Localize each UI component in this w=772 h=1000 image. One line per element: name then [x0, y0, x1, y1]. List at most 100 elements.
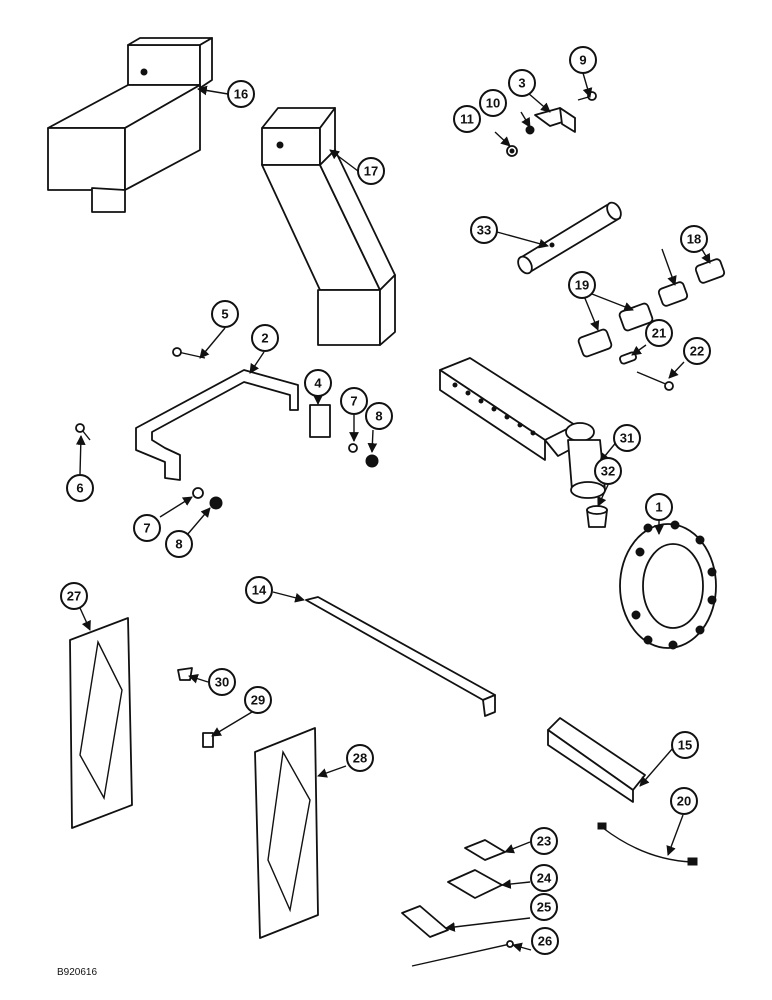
callout-8-lower-label: 8: [175, 537, 182, 552]
part-1-flange: [619, 520, 717, 650]
callout-2: 2: [251, 324, 279, 352]
callout-15: 15: [671, 731, 699, 759]
callout-27: 27: [60, 582, 88, 610]
part-29-clip: [202, 732, 214, 748]
callout-16-label: 16: [234, 87, 248, 102]
part-32-bushing: [586, 505, 608, 528]
callout-5-label: 5: [221, 307, 228, 322]
callout-17-label: 17: [364, 164, 378, 179]
part-9-bolt: [577, 91, 597, 101]
part-31-arm: [439, 357, 606, 499]
callout-22: 22: [683, 337, 711, 365]
callout-21: 21: [645, 319, 673, 347]
part-6-bolt: [75, 423, 91, 441]
callout-24: 24: [530, 864, 558, 892]
part-28-panel: [254, 727, 319, 939]
diagram-code: B920616: [57, 967, 97, 978]
part-4-plate: [309, 404, 331, 438]
callout-3: 3: [508, 69, 536, 97]
part-25-plate: [401, 905, 449, 938]
callout-22-label: 22: [690, 344, 704, 359]
callout-10-label: 10: [486, 96, 500, 111]
callout-4: 4: [304, 369, 332, 397]
part-24-plate: [447, 869, 503, 899]
callout-25: 25: [530, 893, 558, 921]
callout-33: 33: [470, 216, 498, 244]
part-26-pin: [411, 940, 514, 967]
part-2-bracket: [135, 369, 299, 481]
callout-14-label: 14: [252, 583, 267, 598]
callout-8-upper: 8: [365, 402, 393, 430]
part-23-plate: [464, 839, 506, 861]
part-10-washer: [525, 125, 535, 135]
part-30-clip: [177, 667, 193, 681]
callout-1: 1: [645, 493, 673, 521]
part-7-washer-b: [192, 487, 204, 499]
callout-19: 19: [568, 271, 596, 299]
callout-9-label: 9: [579, 53, 586, 68]
part-19-rollers: [577, 302, 654, 358]
callout-7-upper-label: 7: [350, 394, 357, 409]
part-8-nut-b: [209, 496, 223, 510]
callout-8-upper-label: 8: [375, 409, 382, 424]
part-3-bracket: [534, 107, 576, 133]
callout-20: 20: [670, 787, 698, 815]
callout-26-label: 26: [538, 934, 552, 949]
callout-32-label: 32: [601, 464, 615, 479]
callout-29: 29: [244, 686, 272, 714]
callout-27-label: 27: [67, 589, 81, 604]
part-11-nut: [506, 145, 518, 157]
callout-9: 9: [569, 46, 597, 74]
callout-14: 14: [245, 576, 273, 604]
callout-4-label: 4: [314, 376, 322, 391]
callout-18: 18: [680, 225, 708, 253]
callout-10: 10: [479, 89, 507, 117]
part-7-washer-a: [348, 443, 358, 453]
part-33-tube: [517, 201, 622, 275]
callout-16: 16: [227, 80, 255, 108]
callout-23: 23: [530, 827, 558, 855]
callout-8-lower: 8: [165, 530, 193, 558]
callout-24-label: 24: [537, 871, 552, 886]
callout-30: 30: [208, 668, 236, 696]
callout-6: 6: [66, 474, 94, 502]
part-14-angle-bar: [305, 596, 496, 717]
callout-7-upper: 7: [340, 387, 368, 415]
callout-11: 11: [453, 105, 481, 133]
callout-17: 17: [357, 157, 385, 185]
callout-23-label: 23: [537, 834, 551, 849]
callout-7-lower: 7: [133, 514, 161, 542]
callout-15-label: 15: [678, 738, 692, 753]
callout-6-label: 6: [76, 481, 83, 496]
callout-30-label: 30: [215, 675, 229, 690]
callout-31: 31: [613, 424, 641, 452]
callout-20-label: 20: [677, 794, 691, 809]
part-5-bolt: [172, 347, 206, 359]
callout-31-label: 31: [620, 431, 634, 446]
callout-28: 28: [346, 744, 374, 772]
arm-holes: [452, 382, 536, 436]
leader-lines: [75, 72, 711, 953]
callout-33-label: 33: [477, 223, 491, 238]
part-17-chute: [261, 107, 396, 346]
callout-18-label: 18: [687, 232, 701, 247]
callout-28-label: 28: [353, 751, 367, 766]
callout-21-label: 21: [652, 326, 666, 341]
part-22-bolt: [636, 371, 674, 391]
callout-11-label: 11: [460, 112, 474, 127]
callout-1-label: 1: [655, 500, 662, 515]
part-8-nut-a: [365, 454, 379, 468]
part-16-chute: [47, 37, 213, 213]
callout-3-label: 3: [518, 76, 525, 91]
part-20-cable: [597, 822, 698, 866]
part-27-panel: [69, 617, 133, 829]
callout-7-lower-label: 7: [143, 521, 150, 536]
callout-19-label: 19: [575, 278, 589, 293]
callout-29-label: 29: [251, 693, 265, 708]
part-15-channel: [547, 717, 646, 803]
callout-32: 32: [594, 457, 622, 485]
callout-5: 5: [211, 300, 239, 328]
callout-25-label: 25: [537, 900, 551, 915]
callout-2-label: 2: [261, 331, 268, 346]
